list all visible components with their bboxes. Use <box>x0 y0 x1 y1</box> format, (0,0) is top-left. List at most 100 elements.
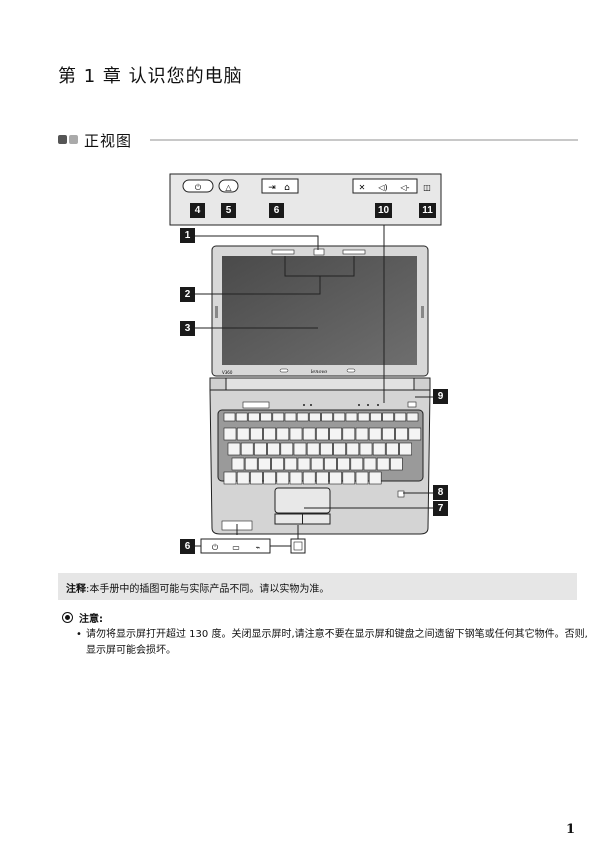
keyboard-key <box>382 427 395 441</box>
keyboard-key <box>235 412 248 422</box>
keyboard-key <box>345 412 358 422</box>
callout-7: 7 <box>433 501 448 516</box>
keyboard-key <box>250 471 263 485</box>
keyboard-key <box>408 427 422 441</box>
bullet-icon: • <box>76 629 82 640</box>
callout-6-top: 6 <box>269 203 284 218</box>
keyboard-key <box>240 442 254 456</box>
keyboard-key <box>355 471 369 485</box>
note-text: 注释:本手册中的插图可能与实际产品不同。请以实物为准。 <box>66 580 329 595</box>
keyboard-key <box>244 457 258 471</box>
keyboard-key <box>333 412 346 422</box>
callout-10: 10 <box>375 203 392 218</box>
section-header: 正视图 <box>58 131 578 151</box>
page-number: 1 <box>566 822 576 837</box>
note-box: 注释:本手册中的插图可能与实际产品不同。请以实物为准。 <box>58 573 577 600</box>
keyboard-key <box>320 442 333 456</box>
keyboard-key <box>297 457 311 471</box>
keyboard-key <box>368 471 382 485</box>
chapter-title: 第 1 章 认识您的电脑 <box>58 66 243 87</box>
button-strip-inset: ⏻ △ ⇥ ⌂ ✕ ◁) ◁- ◫ <box>169 173 442 226</box>
caution-section: 注意: • 请勿将显示屏打开超过 130 度。关闭显示屏时,请注意不要在显示屏和… <box>62 610 588 656</box>
svg-text:◫: ◫ <box>423 183 431 192</box>
caution-heading: 注意: <box>62 610 582 625</box>
caution-list-item: • 请勿将显示屏打开超过 130 度。关闭显示屏时,请注意不要在显示屏和键盘之间… <box>76 627 592 659</box>
keyboard-key <box>276 471 290 485</box>
section-marker-light <box>69 135 78 144</box>
svg-text:✕: ✕ <box>359 183 366 192</box>
keyboard-key <box>324 457 337 471</box>
callout-5: 5 <box>221 203 236 218</box>
callout-2: 2 <box>180 287 195 302</box>
keyboard-key <box>359 442 373 456</box>
section-marker-dark <box>58 135 67 144</box>
keyboard-key <box>342 427 356 441</box>
keyboard-key <box>376 457 390 471</box>
keyboard-key <box>267 442 280 456</box>
note-body: :本手册中的插图可能与实际产品不同。请以实物为准。 <box>86 584 330 595</box>
keyboard-key <box>284 412 297 422</box>
section-title: 正视图 <box>84 132 133 150</box>
svg-text:⌁: ⌁ <box>256 543 261 552</box>
keyboard-key <box>227 442 241 456</box>
keyboard-key <box>223 471 237 485</box>
keyboard-key <box>346 442 360 456</box>
hinge <box>209 377 431 391</box>
keyboard-key <box>370 412 382 422</box>
keyboard-key <box>263 471 276 485</box>
keyboard-key <box>394 412 407 422</box>
keyboard-key <box>357 412 370 422</box>
keyboard-key <box>386 442 399 456</box>
keyboard-key <box>342 471 356 485</box>
keyboard-key <box>223 412 236 422</box>
keyboard-key <box>337 457 350 471</box>
keyboard-key <box>231 457 245 471</box>
keyboard-key <box>382 412 394 422</box>
caution-text: 请勿将显示屏打开超过 130 度。关闭显示屏时,请注意不要在显示屏和键盘之间遗留… <box>86 629 588 656</box>
keyboard-key <box>260 412 272 422</box>
callout-9: 9 <box>433 389 448 404</box>
callout-6-bottom: 6 <box>180 539 195 554</box>
keyboard-key <box>272 412 285 422</box>
keyboard-key <box>236 471 250 485</box>
keyboard-key <box>355 427 369 441</box>
svg-text:lenovo: lenovo <box>311 369 328 375</box>
keyboard-key <box>350 457 364 471</box>
section-rule <box>150 139 578 141</box>
svg-text:◁): ◁) <box>377 183 387 192</box>
svg-text:◁-: ◁- <box>399 183 409 192</box>
keyboard-key <box>280 442 294 456</box>
keyboard-key <box>302 471 316 485</box>
keyboard-key <box>310 457 324 471</box>
keyboard-key <box>293 442 307 456</box>
keyboard-key <box>363 457 377 471</box>
keyboard-key <box>316 471 329 485</box>
caution-title: 注意: <box>79 614 103 625</box>
keyboard-key <box>236 427 250 441</box>
keyboard <box>223 412 422 485</box>
svg-text:V360: V360 <box>222 370 233 375</box>
keyboard-key <box>306 442 320 456</box>
keyboard-key <box>271 457 284 471</box>
laptop-lid: V360 lenovo <box>211 245 429 377</box>
keyboard-key <box>254 442 267 456</box>
keyboard-key <box>289 471 303 485</box>
svg-text:⌂: ⌂ <box>284 183 290 193</box>
callout-4: 4 <box>190 203 205 218</box>
keyboard-key <box>399 442 412 456</box>
callout-1: 1 <box>180 228 195 243</box>
keyboard-key <box>223 427 237 441</box>
note-label: 注释 <box>66 584 86 595</box>
svg-text:▭: ▭ <box>232 543 240 552</box>
svg-text:⏻: ⏻ <box>195 183 202 192</box>
keyboard-key <box>296 412 309 422</box>
callout-8: 8 <box>433 485 448 500</box>
keyboard-key <box>250 427 263 441</box>
keyboard-key <box>258 457 271 471</box>
keyboard-key <box>321 412 333 422</box>
keyboard-key <box>284 457 298 471</box>
keyboard-key <box>390 457 403 471</box>
keyboard-key <box>372 442 386 456</box>
keyboard-key <box>309 412 321 422</box>
caution-icon <box>62 612 73 623</box>
